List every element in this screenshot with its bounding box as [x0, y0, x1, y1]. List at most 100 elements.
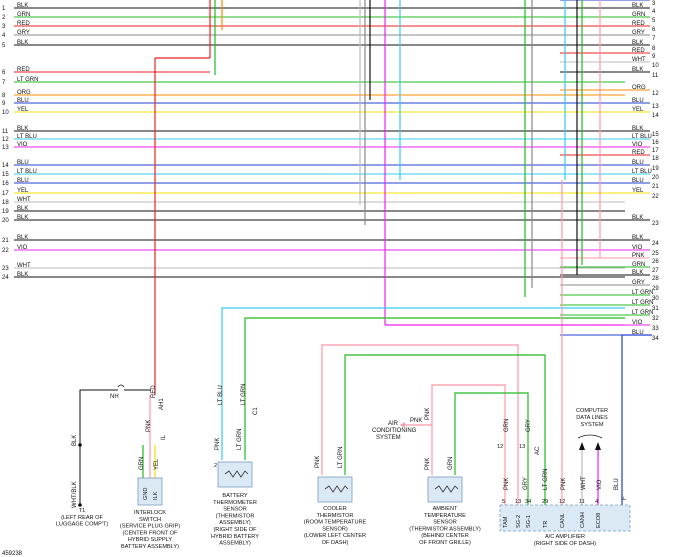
right-wire-number: 26 — [652, 259, 659, 265]
battery-pin-2: 2 — [214, 463, 217, 469]
left-wire-number: 1 — [2, 6, 6, 12]
right-wire-label: VIO — [632, 245, 643, 251]
battery-sensor-wires — [221, 307, 625, 460]
right-wire-number: 33 — [652, 326, 659, 332]
right-wire-number: 12 — [652, 91, 659, 97]
amp-pin-name: SG-2 — [516, 515, 522, 528]
cooler-ltgrn-label: LT GRN — [338, 447, 344, 468]
right-wire-label: GRN — [632, 262, 645, 268]
interlock-switch-box — [137, 477, 163, 506]
right-wire-label: VIO — [632, 320, 643, 326]
left-wire-number: 21 — [2, 238, 9, 244]
left-wire-number: 23 — [2, 266, 9, 272]
right-wire-label: GRY — [632, 280, 645, 286]
left-wire-number: 20 — [2, 218, 9, 224]
data-lines-line-2: DATA LINES — [576, 415, 608, 421]
ac-system-line-3: SYSTEM — [376, 435, 401, 441]
ambient-pnk-label: PNK — [425, 408, 431, 420]
right-wire-number: 32 — [652, 316, 659, 322]
right-wire-label: RED — [632, 48, 645, 54]
amp-ac-label: AC — [535, 446, 541, 455]
left-wire-label: GRY — [17, 30, 30, 36]
left-wire-label: RED — [17, 21, 30, 27]
left-wire-number: 17 — [2, 191, 9, 197]
amp-vio-label: VIO — [597, 479, 603, 490]
right-wire-label: YEL — [632, 107, 644, 113]
battery-pnk-label: PNK — [215, 438, 221, 450]
interlock-caption-line: BATTERY ASSEMBLY) — [121, 544, 179, 550]
amplifier-caption-line: (RIGHT SIDE OF DASH) — [534, 541, 596, 547]
ac-system-line-1: AIR — [388, 421, 399, 427]
right-wire-labels: 34BLK5GRN6RED7GRY8BLK9RED10WHT11BLK12ORG… — [632, 1, 659, 342]
left-wire-label: RED — [17, 67, 30, 73]
right-wire-number: 18 — [652, 156, 659, 162]
battery-ltgrn-label: LT GRN — [241, 384, 247, 405]
right-wire-label: BLU — [632, 98, 644, 104]
left-wire-label: GRN — [17, 12, 30, 18]
red-label: RED — [151, 385, 157, 398]
left-wire-label: VIO — [17, 245, 28, 251]
interlock-caption-line: INTERLOCK — [134, 510, 166, 516]
thermistor-icon — [324, 485, 349, 493]
battery-caption-line: BATTERY — [222, 493, 248, 499]
ambient-caption-line: TEMPERATURE — [424, 513, 466, 519]
amp-gry-label-2: GRY — [523, 477, 529, 490]
left-wire-number: 11 — [2, 129, 9, 135]
battery-ltgrn-label-2: LT GRN — [237, 429, 243, 450]
amp-ltgrn-label: LT GRN — [543, 469, 549, 490]
ambient-pnk-label-2: PNK — [425, 458, 431, 470]
left-wire-label: BLK — [17, 3, 28, 9]
left-wire-label: BLK — [17, 235, 28, 241]
amp-pin-number: 13 — [515, 499, 521, 505]
left-wire-label: YEL — [17, 107, 29, 113]
left-wire-label: BLU — [17, 160, 29, 166]
right-wire-number: 21 — [652, 184, 659, 190]
thermistor-icon — [434, 485, 459, 493]
right-wire-number: 10 — [652, 63, 659, 69]
right-wire-label: BLK — [632, 40, 643, 46]
right-wire-label: RED — [632, 150, 645, 156]
battery-c1-label: C1 — [253, 407, 259, 415]
left-wire-label: ORG — [17, 90, 31, 96]
left-wire-label: BLK — [17, 215, 28, 221]
amp-pin-name: TAM — [503, 516, 509, 528]
right-wire-number: 22 — [652, 194, 659, 200]
right-wire-label: BLU — [632, 330, 644, 336]
ambient-caption-line: (BEHIND CENTER — [421, 533, 469, 539]
ambient-pnk-branch-label: PNK — [410, 418, 422, 424]
data-lines-arrows — [577, 434, 603, 450]
amp-pin-number: 12 — [559, 499, 565, 505]
ac-amplifier-box — [499, 504, 631, 532]
right-wire-number: 28 — [652, 276, 659, 282]
amp-pin-12: 12 — [497, 444, 503, 450]
ambient-caption-line: OF FRONT GRILLE) — [419, 540, 471, 546]
right-wire-number: 3 — [652, 1, 656, 7]
right-wire-label: YEL — [632, 188, 644, 194]
t1-caption-line: T1 — [79, 508, 86, 514]
left-wire-number: 14 — [2, 163, 9, 169]
amp-pin-number: 5 — [502, 499, 505, 505]
left-wire-number: 9 — [2, 101, 6, 107]
interlock-caption-line: HYBRID SUPPLY — [128, 537, 173, 543]
left-wire-label: BLK — [17, 40, 28, 46]
cooler-pnk-label: PNK — [315, 456, 321, 468]
battery-caption-line: THERMOMETER — [213, 500, 257, 506]
amp-pin-number: 4 — [595, 499, 598, 505]
left-wire-label: BLK — [17, 126, 28, 132]
left-wire-number: 12 — [2, 137, 9, 143]
left-wire-label: BLK — [17, 206, 28, 212]
amplifier-wires — [385, 180, 652, 505]
left-wire-number: 5 — [2, 43, 6, 49]
vertical-wires — [154, 0, 623, 505]
amp-gry-label: GRY — [526, 419, 532, 432]
left-wire-number: 15 — [2, 172, 9, 178]
right-wire-label: LT GRN — [632, 300, 653, 306]
right-wire-label: LT BLU — [632, 134, 652, 140]
amplifier-caption-line: A/C AMPLIFIER — [545, 534, 585, 540]
amp-pnk-label-2: PNK — [561, 478, 567, 490]
interlock-caption-line: (SERVICE PLUG GRIP) — [120, 524, 180, 530]
right-wire-number: 14 — [652, 113, 659, 119]
